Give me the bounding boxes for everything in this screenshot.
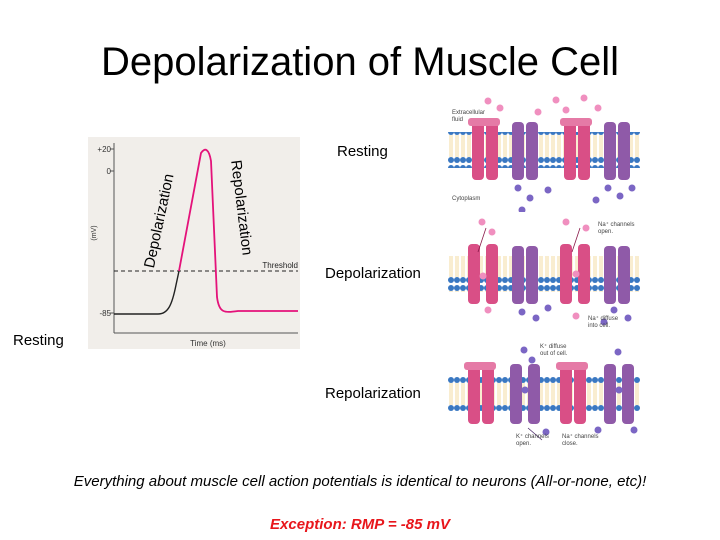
depolarization-membrane-panel: Na⁺ channels open. Na⁺ diffuse into cell…: [448, 212, 640, 332]
arrow: [477, 227, 487, 253]
resting-membrane-panel: Extracellular fluid Cytoplasm: [448, 92, 640, 220]
na-diffuse-label-2: into cell.: [588, 323, 610, 329]
na-channel-gate: [560, 118, 592, 126]
k-channel: [526, 122, 538, 180]
na-channel: [472, 122, 484, 180]
k-channel: [618, 122, 630, 180]
graph-resting-label: Resting: [13, 332, 64, 349]
na-open-label-2: open.: [598, 229, 613, 235]
k-channel: [604, 364, 616, 424]
tick-label-minus85: -85: [99, 309, 111, 318]
sodium-ions: [484, 94, 602, 116]
graph-background: [88, 137, 300, 349]
k-diffuse-label-1: K⁺ diffuse: [540, 343, 567, 350]
k-channel: [510, 364, 522, 424]
resting-panel-label: Resting: [337, 143, 388, 160]
arrow: [527, 427, 543, 441]
k-channel: [528, 364, 540, 424]
na-channel: [574, 366, 586, 424]
x-axis-label: Time (ms): [190, 339, 226, 348]
k-channel: [604, 122, 616, 180]
k-channel: [622, 364, 634, 424]
na-channel: [486, 122, 498, 180]
na-channel: [578, 122, 590, 180]
na-channel: [468, 244, 480, 304]
tick-label-zero: 0: [107, 167, 112, 176]
na-channel: [578, 244, 590, 304]
extracellular-label-1: Extracellular: [452, 110, 485, 116]
exception-note: Exception: RMP = -85 mV: [270, 516, 450, 533]
k-channel: [604, 246, 616, 304]
na-open-label-1: Na⁺ channels: [598, 221, 635, 228]
footer-note: Everything about muscle cell action pote…: [73, 473, 647, 490]
resting-curve: [114, 270, 180, 315]
potassium-ions: [520, 346, 638, 436]
k-open-label-2: open.: [516, 441, 531, 447]
repolarization-membrane-panel: K⁺ diffuse out of cell. K⁺ channels open…: [448, 340, 640, 452]
cytoplasm-label: Cytoplasm: [452, 196, 480, 202]
na-channel: [468, 366, 480, 424]
slide-title: Depolarization of Muscle Cell: [100, 40, 619, 84]
na-channel-gate: [468, 118, 500, 126]
arrow: [571, 227, 581, 253]
extracellular-label-2: fluid: [452, 117, 463, 123]
threshold-label: Threshold: [262, 261, 298, 270]
na-close-label-2: close.: [562, 441, 578, 447]
na-channel: [482, 366, 494, 424]
k-open-label-1: K⁺ channels: [516, 433, 549, 440]
k-channel: [526, 246, 538, 304]
y-unit-label: (mV): [91, 225, 98, 240]
sodium-ions: [478, 218, 590, 320]
na-close-label-1: Na⁺ channels: [562, 433, 599, 440]
membrane-illustration: Extracellular fluid Cytoplasm Na⁺ channe…: [448, 92, 640, 452]
na-diffuse-label-1: Na⁺ diffuse: [588, 315, 619, 322]
na-channel: [560, 244, 572, 304]
k-channel: [618, 246, 630, 304]
na-channel: [564, 122, 576, 180]
na-channel: [486, 244, 498, 304]
depolarization-panel-label: Depolarization: [325, 265, 421, 282]
k-diffuse-label-2: out of cell.: [540, 351, 568, 357]
action-potential-curve: [178, 148, 298, 313]
na-channel-gate: [556, 362, 588, 370]
k-channel: [512, 246, 524, 304]
tick-label-plus20: +20: [97, 145, 111, 154]
k-channel: [512, 122, 524, 180]
repolarization-panel-label: Repolarization: [325, 385, 421, 402]
na-channel: [560, 366, 572, 424]
action-potential-graph: +20 0 -85 (mV) Time (ms) Threshold: [88, 137, 300, 349]
potassium-ions: [518, 304, 632, 326]
potassium-ions: [514, 184, 636, 214]
na-channel-gate: [464, 362, 496, 370]
